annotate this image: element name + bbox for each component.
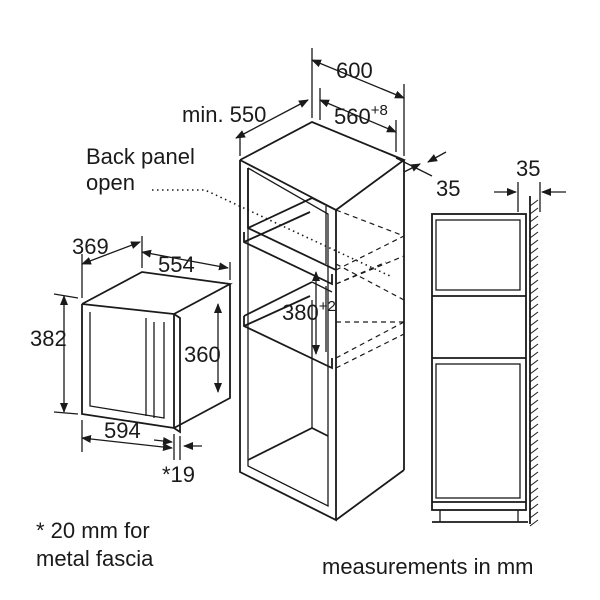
wall-hatch-line xyxy=(529,319,539,327)
appliance-width-label: 594 xyxy=(104,418,141,443)
niche-width-label: 560+8 xyxy=(334,102,388,129)
cabinet-width-label: 600 xyxy=(336,58,373,83)
wall-hatch-line xyxy=(529,503,539,511)
wall-hatch-line xyxy=(529,239,539,247)
appliance-drawing xyxy=(81,271,233,434)
side-gap-label: 35 xyxy=(436,176,460,201)
wall-hatch-line xyxy=(529,335,539,343)
units-note: measurements in mm xyxy=(322,554,534,579)
wall-hatch-line xyxy=(529,375,539,383)
wall-hatching xyxy=(529,199,539,527)
niche-height-label: 380+2 xyxy=(282,298,336,325)
wall-hatch-line xyxy=(529,495,539,503)
appliance-inner-height-label: 360 xyxy=(184,342,221,367)
wall-hatch-line xyxy=(529,263,539,271)
wall-hatch-line xyxy=(529,279,539,287)
wall-hatch-line xyxy=(529,455,539,463)
appliance-height-label: 382 xyxy=(30,326,67,351)
wall-hatch-line xyxy=(529,463,539,471)
wall-hatch-line xyxy=(529,255,539,263)
wall-hatch-line xyxy=(529,439,539,447)
wall-hatch-line xyxy=(529,431,539,439)
niche-width-value: 560 xyxy=(334,104,371,129)
wall-hatch-line xyxy=(529,415,539,423)
niche-height-value: 380 xyxy=(282,300,319,325)
footnote-line2: metal fascia xyxy=(36,546,154,571)
cabinet-drawing xyxy=(239,121,406,522)
wall-hatch-line xyxy=(529,367,539,375)
side-view-gap-label: 35 xyxy=(516,156,540,181)
niche-width-tolerance: +8 xyxy=(371,102,388,119)
side-view-drawing xyxy=(431,196,531,524)
wall-hatch-line xyxy=(529,207,539,215)
wall-hatch-line xyxy=(529,383,539,391)
wall-hatch-line xyxy=(529,519,539,527)
wall-hatch-line xyxy=(529,199,539,207)
wall-hatch-line xyxy=(529,359,539,367)
wall-hatch-line xyxy=(529,223,539,231)
cabinet-dimensions xyxy=(235,48,447,355)
wall-hatch-line xyxy=(529,399,539,407)
appliance-dimensions xyxy=(53,236,231,460)
wall-hatch-line xyxy=(529,423,539,431)
back-panel-label-line1: Back panel xyxy=(86,144,195,169)
wall-hatch-line xyxy=(529,479,539,487)
wall-hatch-line xyxy=(529,327,539,335)
side-view-dimensions xyxy=(494,182,566,212)
wall-hatch-line xyxy=(529,295,539,303)
back-panel-label-line2: open xyxy=(86,170,135,195)
appliance-depth-label: 369 xyxy=(72,234,109,259)
wall-hatch-line xyxy=(529,407,539,415)
wall-hatch-line xyxy=(529,511,539,519)
niche-height-tolerance: +2 xyxy=(319,298,336,315)
wall-hatch-line xyxy=(529,247,539,255)
wall-hatch-line xyxy=(529,471,539,479)
wall-hatch-line xyxy=(529,303,539,311)
wall-hatch-line xyxy=(529,447,539,455)
wall-hatch-line xyxy=(529,487,539,495)
wall-hatch-line xyxy=(529,287,539,295)
wall-hatch-line xyxy=(529,351,539,359)
cabinet-depth-label: min. 550 xyxy=(182,102,266,127)
wall-hatch-line xyxy=(529,215,539,223)
fascia-offset-label: *19 xyxy=(162,462,195,487)
footnote-line1: * 20 mm for xyxy=(36,518,150,543)
wall-hatch-line xyxy=(529,343,539,351)
wall-hatch-line xyxy=(529,231,539,239)
appliance-inner-depth-label: 554 xyxy=(158,252,195,277)
wall-hatch-line xyxy=(529,391,539,399)
wall-hatch-line xyxy=(529,271,539,279)
wall-hatch-line xyxy=(529,311,539,319)
